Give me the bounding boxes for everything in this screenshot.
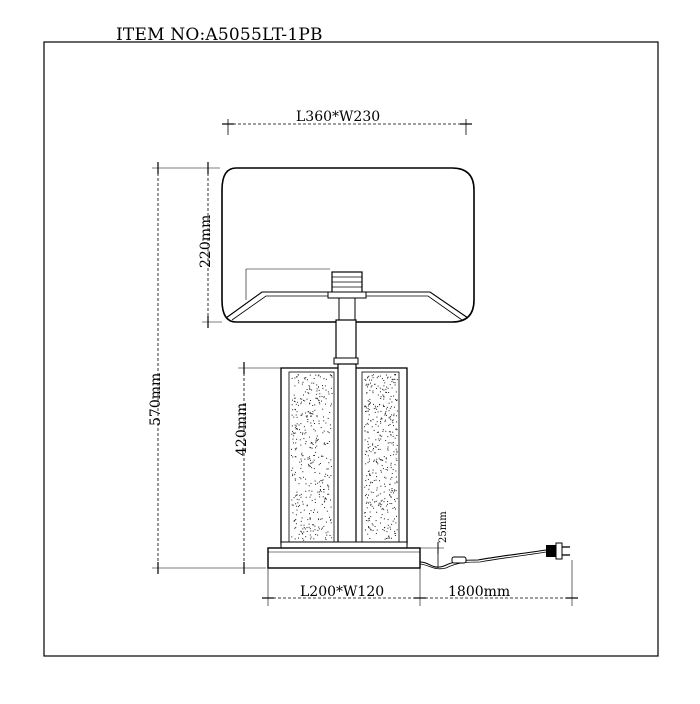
lamp-stem [333, 297, 359, 365]
total-height-label: 570mm [148, 373, 164, 426]
terrazzo-texture [291, 374, 398, 541]
dimension-shade-width [222, 119, 472, 135]
plug-icon [546, 542, 570, 560]
plinth-height-label: 25mm [438, 511, 449, 543]
base-size-label: L200*W120 [300, 584, 384, 600]
shade-size-label: L360*W230 [296, 109, 380, 125]
dimension-plinth-height [420, 542, 444, 568]
dimension-base-height [238, 362, 281, 574]
item-number-title: ITEM NO:A5055LT-1PB [116, 25, 323, 45]
cord-length-label: 1800mm [448, 584, 510, 600]
bulb-socket [327, 271, 367, 299]
power-cord [419, 549, 547, 570]
lamp-base [280, 363, 408, 545]
lamp-plinth [267, 541, 421, 569]
dimension-shade-height [202, 162, 222, 328]
base-height-label: 420mm [234, 403, 250, 456]
dimension-total-height [152, 162, 266, 574]
dimension-cord-length [420, 560, 578, 606]
shade-height-label: 220mm [198, 215, 214, 268]
inline-switch [451, 556, 467, 564]
sheet-border [43, 41, 659, 657]
